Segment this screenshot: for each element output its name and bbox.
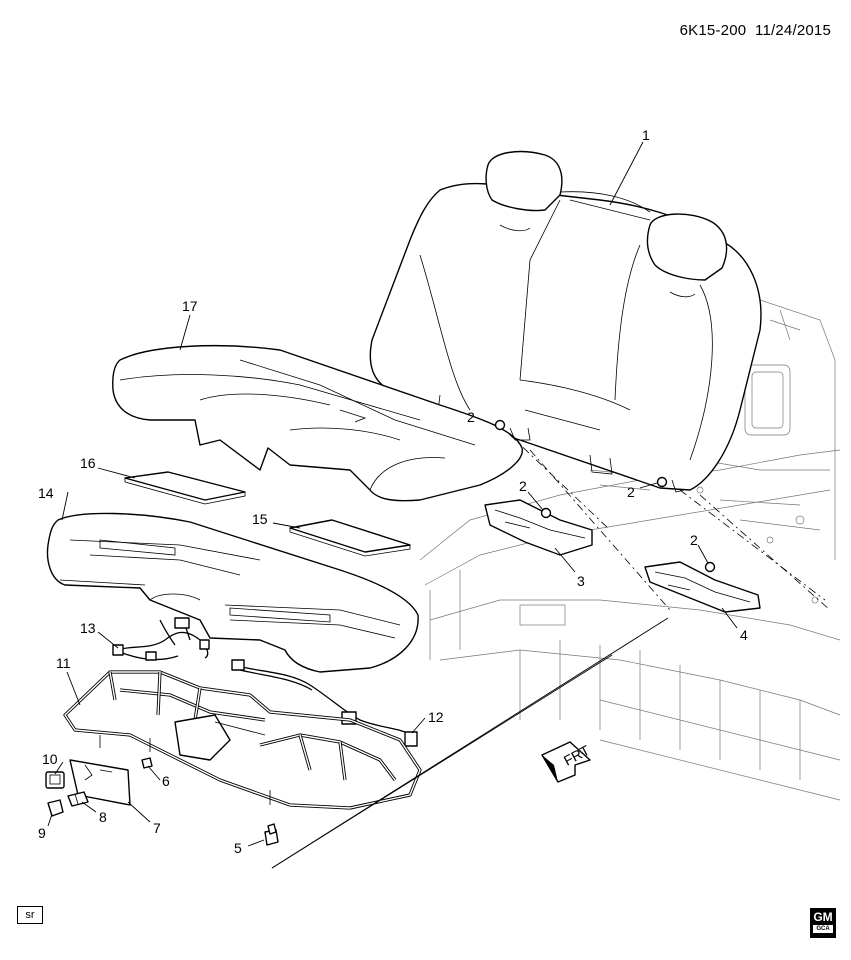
callout-15: 15 <box>252 511 268 527</box>
pad-15 <box>289 519 411 557</box>
callout-8: 8 <box>99 809 107 825</box>
seat-cushion-pad <box>46 512 419 673</box>
callout-17: 17 <box>182 298 198 314</box>
callout-2: 2 <box>690 532 698 548</box>
callout-12: 12 <box>428 709 444 725</box>
seat-cushion-cover <box>112 345 523 502</box>
alignment-lines <box>509 434 831 611</box>
callout-2: 2 <box>519 478 527 494</box>
callout-14: 14 <box>38 485 54 501</box>
clip-6 <box>141 757 153 769</box>
knob-9 <box>47 799 64 817</box>
gm-logo-text: GM <box>813 910 833 924</box>
bracket-4 <box>644 561 761 613</box>
diagram-date: 11/24/2015 <box>755 22 831 39</box>
diagram-code: 6K15-200 <box>679 22 747 39</box>
callout-2: 2 <box>467 409 475 425</box>
pad-16 <box>124 471 246 505</box>
vehicle-body-background <box>419 299 841 801</box>
callout-7: 7 <box>153 820 161 836</box>
nuts-2 <box>494 419 716 573</box>
leader-lines <box>47 141 738 869</box>
callout-9: 9 <box>38 825 46 841</box>
seat-back <box>369 150 762 493</box>
callout-numbers: 1 2 2 2 2 3 4 5 6 7 8 9 10 11 12 13 14 1… <box>38 127 748 856</box>
switch-10 <box>45 771 65 789</box>
fastener-5 <box>264 823 279 846</box>
bracket-3 <box>484 499 593 556</box>
callout-10: 10 <box>42 751 58 767</box>
callout-13: 13 <box>80 620 96 636</box>
callout-1: 1 <box>642 127 650 143</box>
callout-2: 2 <box>627 484 635 500</box>
gm-logo-subtext: GCA <box>813 925 833 933</box>
callout-4: 4 <box>740 627 748 643</box>
callout-3: 3 <box>577 573 585 589</box>
callout-5: 5 <box>234 840 242 856</box>
seat-frame-11 <box>63 670 422 810</box>
gm-logo: GM GCA <box>810 908 836 938</box>
front-direction-arrow: FRT <box>541 741 593 783</box>
sr-tag: sr <box>17 906 43 924</box>
wire-harness-13 <box>112 617 210 661</box>
callout-6: 6 <box>162 773 170 789</box>
callout-16: 16 <box>80 455 96 471</box>
diagram-header: 6K15-200 11/24/2015 <box>680 22 831 39</box>
callout-11: 11 <box>56 655 71 671</box>
